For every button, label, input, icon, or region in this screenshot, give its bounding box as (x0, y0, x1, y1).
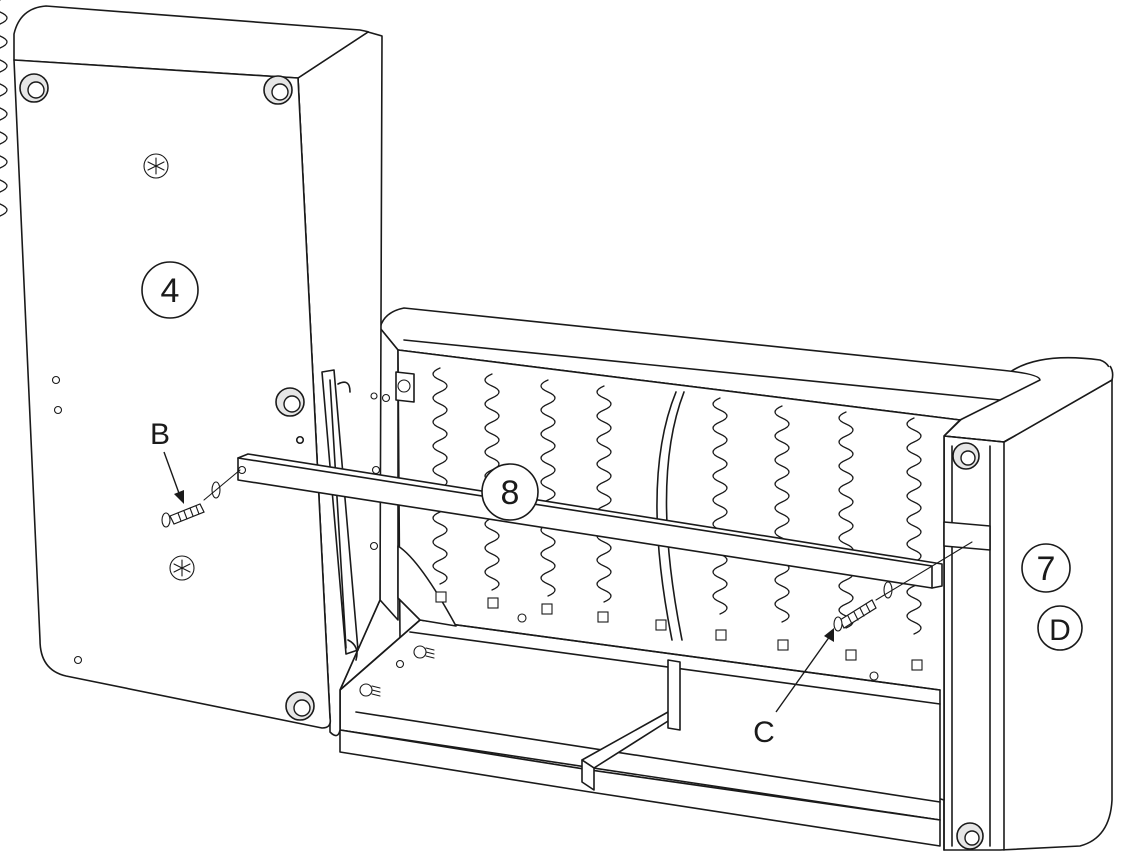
svg-text:7: 7 (1037, 550, 1056, 588)
center-support-strap (656, 391, 685, 641)
part-label-8: 8 (481, 463, 539, 521)
star-fastener (143, 153, 169, 179)
screw-c (833, 541, 973, 632)
left-back-panel (13, 5, 405, 737)
foot-glide (275, 387, 305, 417)
part-label-7: 7 (1021, 543, 1071, 593)
star-fastener (169, 555, 195, 581)
svg-text:4: 4 (161, 272, 180, 310)
foot-glide (956, 822, 984, 850)
spring-set (0, 0, 923, 681)
screw-b (161, 469, 241, 528)
callout-arrow-b (163, 451, 184, 504)
bracket-bolt (413, 645, 435, 659)
svg-text:8: 8 (501, 474, 520, 512)
part-label-4: 4 (141, 261, 199, 319)
svg-text:D: D (1049, 614, 1071, 647)
foot-glide (263, 75, 293, 105)
bracket-bolt (370, 371, 415, 403)
arm-rail (943, 521, 991, 551)
hardware-label-c: C (753, 716, 775, 749)
right-arm-panel (943, 356, 1114, 851)
foot-glide (285, 691, 315, 721)
foot-glide (19, 73, 49, 103)
part-label-d: D (1037, 605, 1083, 651)
bracket-bolt (359, 683, 381, 697)
foot-glide (952, 442, 980, 470)
hardware-label-b: B (150, 418, 170, 451)
callout-arrow-c (775, 628, 834, 713)
